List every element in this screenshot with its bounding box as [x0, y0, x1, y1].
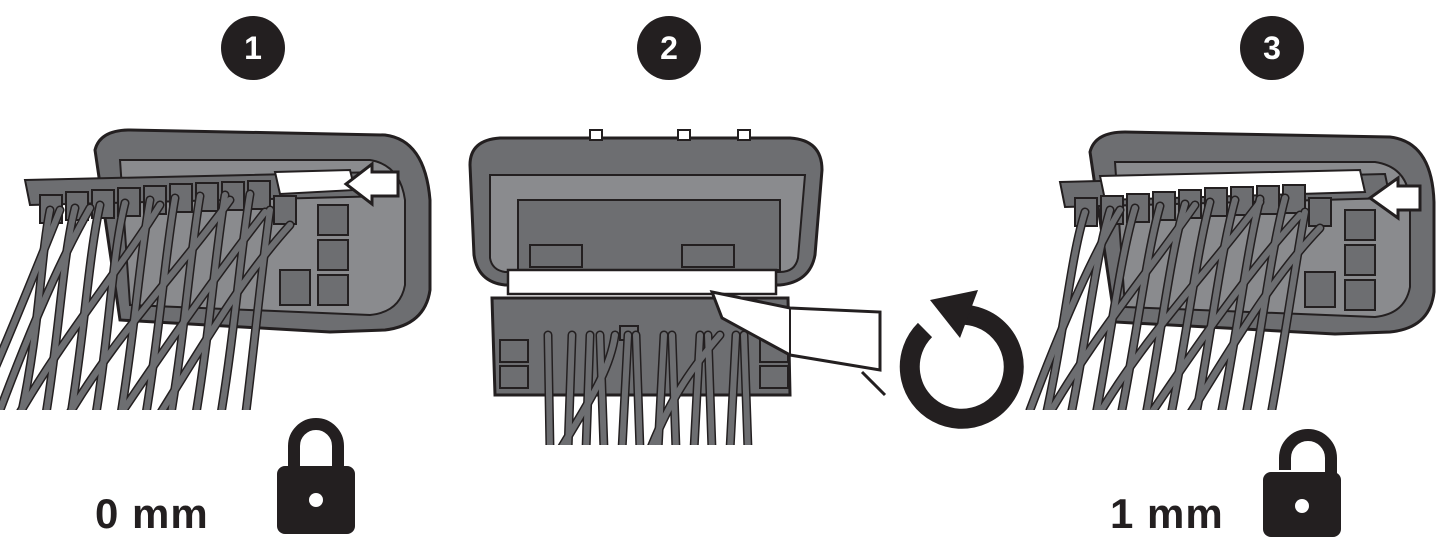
step-1-measurement: 0 mm — [95, 490, 209, 538]
connector-3-illustration — [1030, 132, 1434, 430]
connector-2-illustration — [470, 130, 885, 450]
connector-1-illustration — [0, 130, 430, 430]
step-3-measurement: 1 mm — [1110, 490, 1224, 538]
lock-open-icon — [1263, 435, 1341, 537]
lock-closed-icon — [277, 424, 355, 534]
rotate-counterclockwise-icon — [910, 290, 1014, 419]
